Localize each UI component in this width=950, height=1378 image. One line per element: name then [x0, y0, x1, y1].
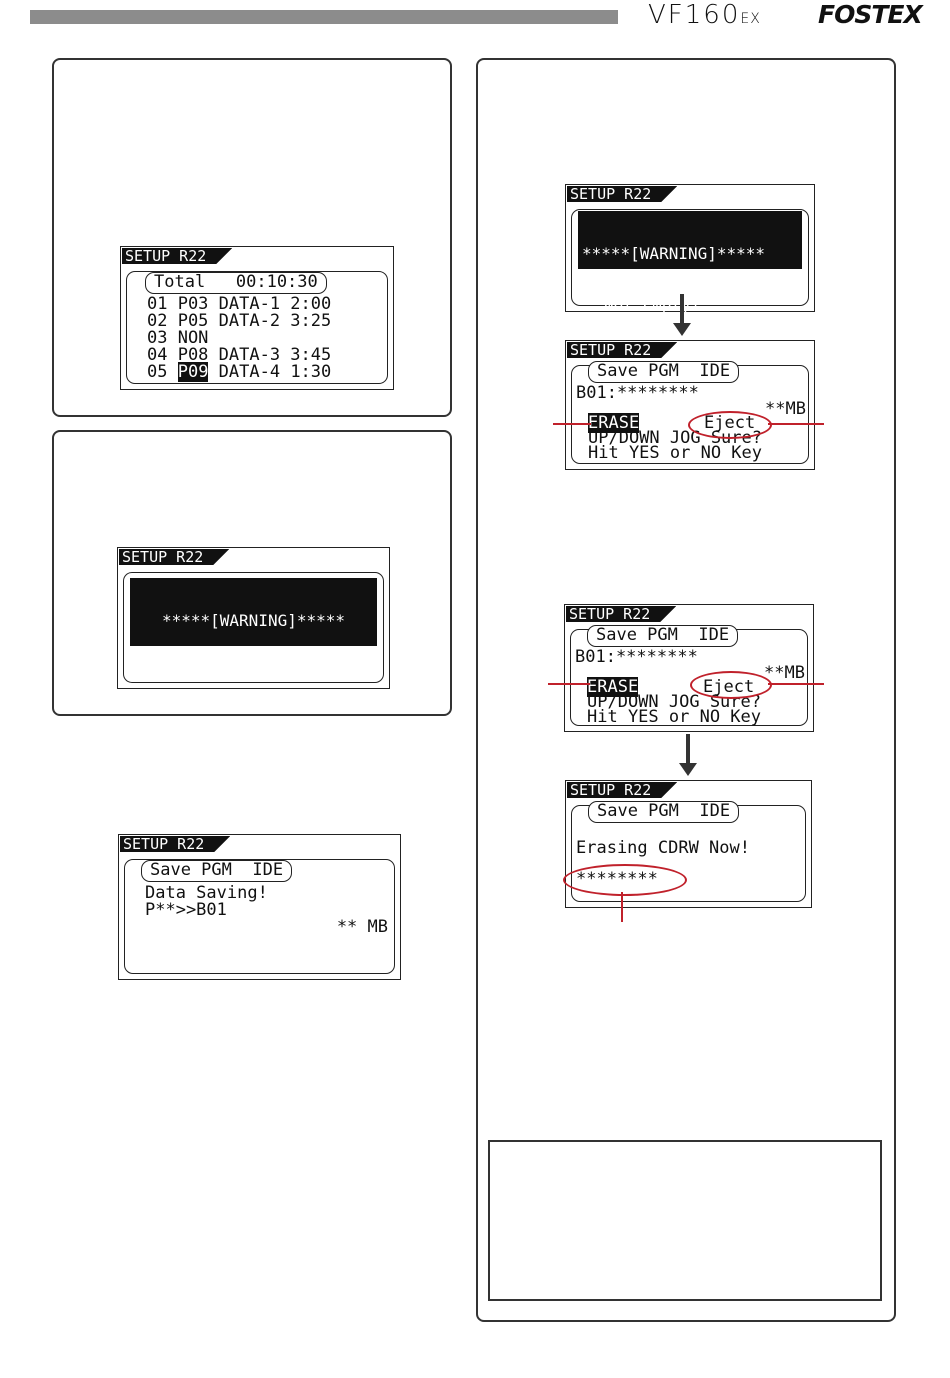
model-logo: VF160EX — [648, 0, 761, 30]
erase-option: ERASE — [588, 413, 640, 433]
warning-message: *****[WARNING]***** Disk Full! *********… — [130, 578, 377, 736]
lcd-title: Save PGM IDE — [141, 860, 293, 882]
callout-line — [553, 423, 591, 425]
lcd-erase-prompt-2: SETUP R22 Save PGM IDE B01:******** **MB… — [564, 604, 814, 732]
callout-line — [768, 423, 824, 425]
warning-message: *****[WARNING]***** Not Empty! *********… — [578, 211, 802, 368]
progress-highlight — [563, 864, 687, 896]
lcd-erasing: SETUP R22 Save PGM IDE Erasing CDRW Now!… — [565, 780, 812, 908]
lcd-header: SETUP R22 — [567, 782, 677, 798]
lcd-erase-prompt: SETUP R22 Save PGM IDE B01:******** **MB… — [565, 340, 815, 470]
list-row: 01 P03 DATA-1 2:00 — [147, 294, 332, 314]
lcd-disk-full: SETUP R22 *****[WARNING]***** Disk Full!… — [117, 547, 390, 736]
lcd-header: SETUP R22 — [122, 248, 232, 264]
callout-line — [548, 683, 590, 685]
list-row-selected: 05 P09 DATA-4 1:30 — [147, 362, 332, 382]
callout-line — [768, 683, 824, 685]
lcd-header: SETUP R22 — [120, 836, 230, 852]
flow-arrow — [673, 294, 691, 336]
list-row: 03 NON — [147, 328, 209, 348]
brand-logo: FOSTEX — [818, 0, 923, 29]
callout-line — [621, 892, 623, 922]
lcd-total-list: SETUP R22 Total 00:10:30 01 P03 DATA-1 2… — [120, 246, 394, 390]
lcd-data-saving: SETUP R22 Save PGM IDE Data Saving! P**>… — [118, 834, 401, 980]
lcd-title: Save PGM IDE — [588, 361, 740, 383]
erase-option: ERASE — [587, 677, 639, 697]
flow-arrow — [679, 734, 697, 776]
lcd-header: SETUP R22 — [567, 342, 677, 358]
note-box — [488, 1140, 882, 1301]
lcd-header: SETUP R22 — [119, 549, 229, 565]
lcd-title: Save PGM IDE — [588, 801, 740, 823]
header-bar — [30, 10, 618, 24]
lcd-header: SETUP R22 — [567, 186, 677, 202]
list-row: 04 P08 DATA-3 3:45 — [147, 345, 332, 365]
lcd-title: Total 00:10:30 — [145, 272, 327, 294]
lcd-header: SETUP R22 — [566, 606, 676, 622]
eject-highlight — [690, 671, 772, 699]
list-row: 02 P05 DATA-2 3:25 — [147, 311, 332, 331]
lcd-not-empty: SETUP R22 *****[WARNING]***** Not Empty!… — [565, 184, 815, 368]
lcd-title: Save PGM IDE — [587, 625, 739, 647]
eject-highlight — [688, 411, 772, 439]
